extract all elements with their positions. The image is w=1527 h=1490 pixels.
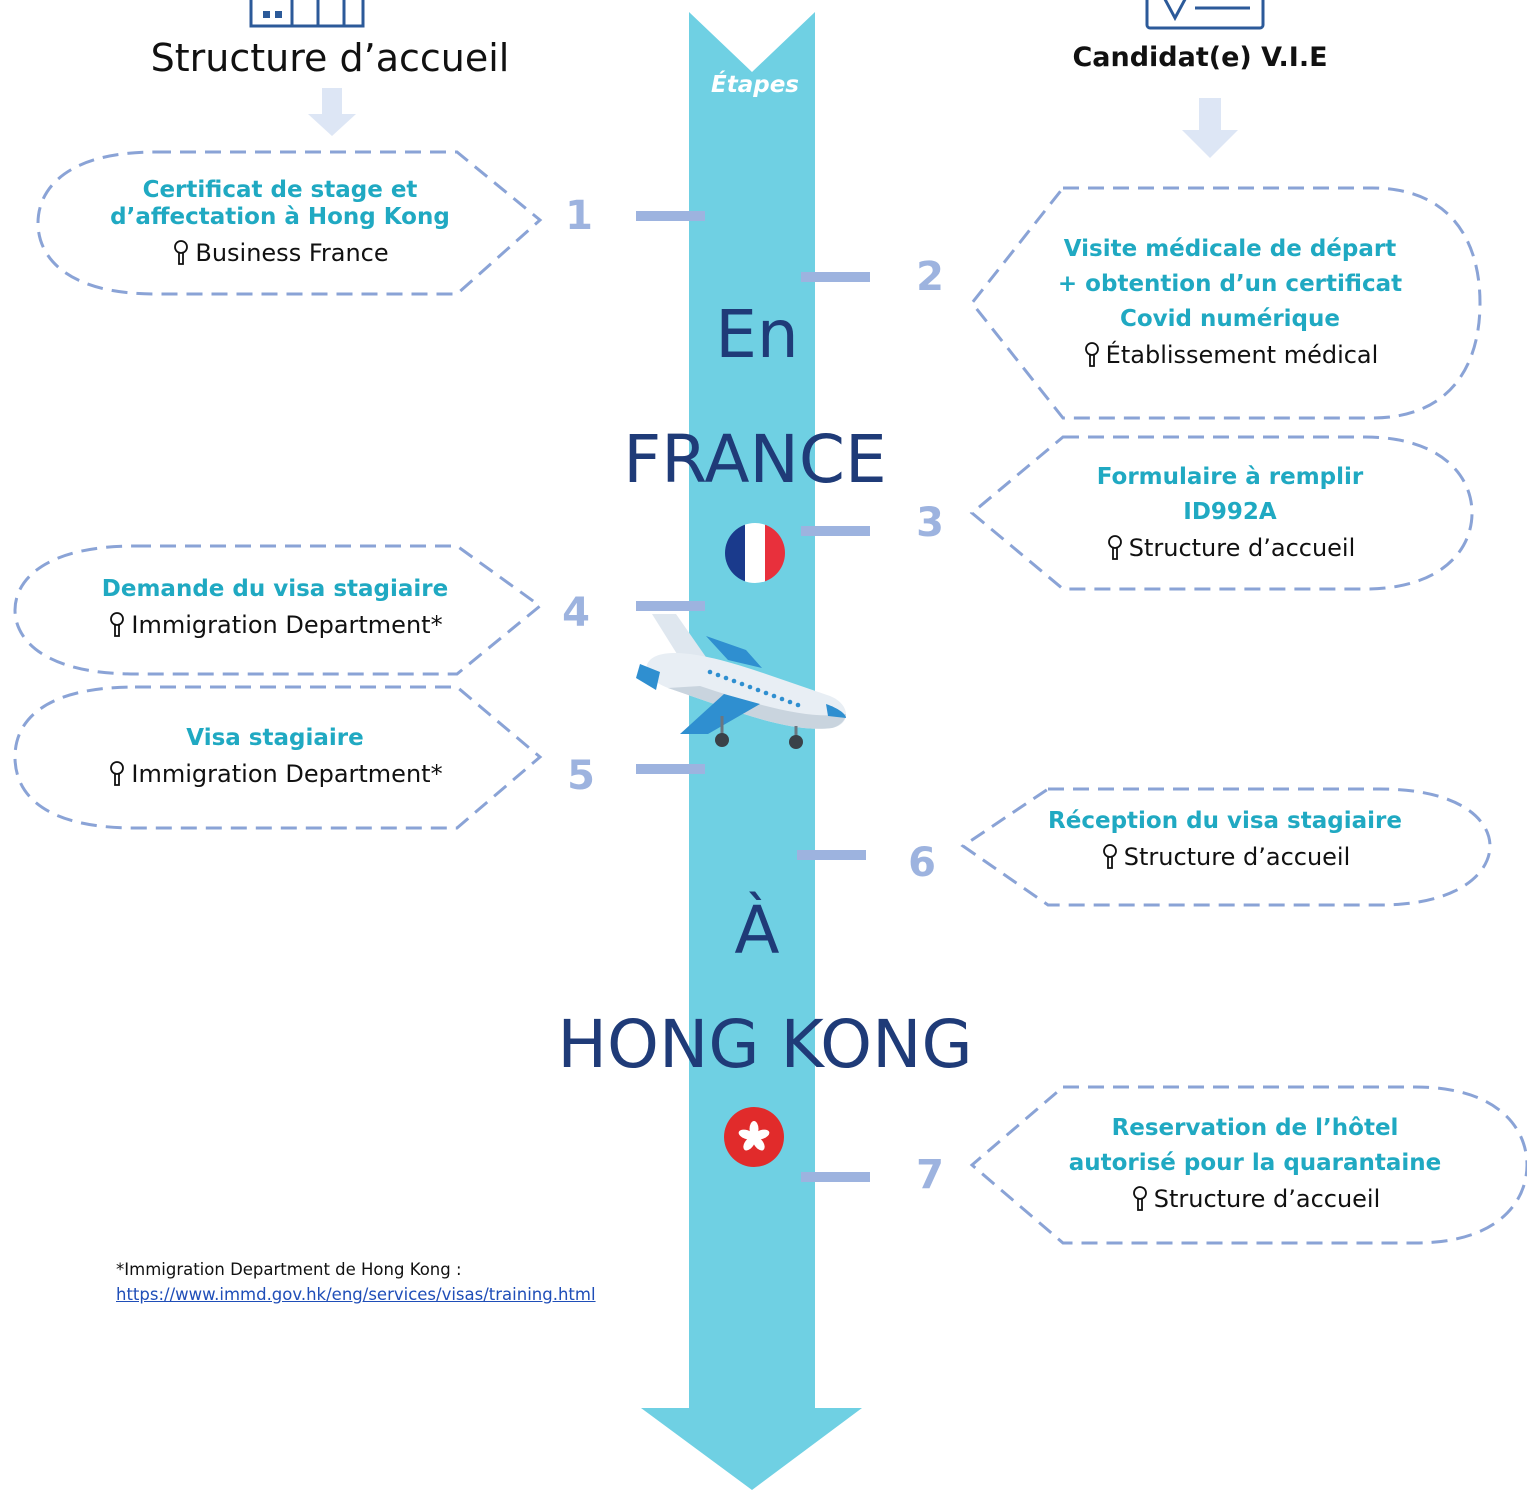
- step-box-2: Visite médicale de départ + obtention d’…: [1030, 232, 1430, 373]
- step-box-3: Formulaire à remplir ID992A Structure d’…: [1030, 460, 1430, 566]
- region-hk-line2: HONG KONG: [557, 1006, 973, 1083]
- step-box-6: Réception du visa stagiaire Structure d’…: [1020, 804, 1430, 875]
- building-icon: [249, 0, 365, 28]
- step-2-title-line-3: Covid numérique: [1119, 306, 1340, 332]
- region-hk-line1: À: [734, 892, 780, 969]
- right-column-title: Candidat(e) V.I.E: [1072, 42, 1328, 73]
- step-3-title-line-1: Formulaire à remplir: [1096, 464, 1364, 490]
- step-2-title-line-2: + obtention d’un certificat: [1057, 271, 1403, 297]
- key-icon: [1102, 844, 1117, 869]
- step-number-7: 7: [916, 1152, 944, 1198]
- key-icon: [110, 761, 125, 786]
- step-box-4: Demande du visa stagiaire Immigration De…: [60, 572, 490, 643]
- step-6-title-line-1: Réception du visa stagiaire: [1048, 808, 1402, 834]
- key-icon: [1107, 535, 1122, 560]
- step-6-responsible: Structure d’accueil: [1020, 839, 1430, 875]
- flag-france-icon: [725, 523, 785, 583]
- suitcase-icon: [1145, 0, 1265, 30]
- step-5-title-line-1: Visa stagiaire: [186, 725, 364, 751]
- footnote-link[interactable]: https://www.immd.gov.hk/eng/services/vis…: [116, 1285, 596, 1304]
- step-number-1: 1: [565, 193, 593, 239]
- key-icon: [110, 612, 125, 637]
- step-3-responsible: Structure d’accueil: [1030, 530, 1430, 566]
- connectors: [636, 211, 870, 1182]
- step-box-1: Certificat de stage et d’affectation à H…: [80, 173, 480, 271]
- step-4-title-line-1: Demande du visa stagiaire: [101, 576, 449, 602]
- key-icon: [1132, 1186, 1147, 1211]
- airplane-icon: [636, 614, 847, 749]
- step-5-responsible-text: Immigration Department*: [131, 760, 443, 788]
- step-number-6: 6: [908, 840, 936, 886]
- footnote: *Immigration Department de Hong Kong : h…: [116, 1257, 596, 1307]
- step-3-responsible-text: Structure d’accueil: [1128, 534, 1356, 562]
- step-1-responsible: Business France: [80, 235, 480, 271]
- step-2-responsible-text: Établissement médical: [1105, 341, 1379, 369]
- left-down-arrow: [308, 88, 356, 136]
- step-5-responsible: Immigration Department*: [60, 756, 490, 792]
- step-1-title-line-1: Certificat de stage et: [142, 177, 418, 203]
- right-down-arrow: [1182, 98, 1238, 158]
- step-2-responsible: Établissement médical: [1030, 337, 1430, 373]
- left-column-title: Structure d’accueil: [150, 36, 510, 80]
- step-number-3: 3: [916, 500, 944, 546]
- step-4-responsible: Immigration Department*: [60, 607, 490, 643]
- step-7-responsible: Structure d’accueil: [1045, 1181, 1465, 1217]
- step-7-title-line-2: autorisé pour la quarantaine: [1068, 1150, 1442, 1176]
- step-2-title-line-1: Visite médicale de départ: [1063, 236, 1397, 262]
- timeline-label: Étapes: [711, 72, 799, 98]
- flag-hongkong-icon: [724, 1107, 784, 1167]
- region-france-line1: En: [715, 296, 799, 373]
- step-6-responsible-text: Structure d’accueil: [1123, 843, 1351, 871]
- step-4-responsible-text: Immigration Department*: [131, 611, 443, 639]
- step-box-5: Visa stagiaire Immigration Department*: [60, 721, 490, 792]
- key-icon: [174, 240, 189, 265]
- footnote-text: *Immigration Department de Hong Kong :: [116, 1260, 462, 1279]
- step-3-title-line-2: ID992A: [1183, 499, 1277, 525]
- step-7-title-line-1: Reservation de l’hôtel: [1111, 1115, 1399, 1141]
- step-1-title-line-2: d’affectation à Hong Kong: [110, 204, 450, 230]
- step-7-responsible-text: Structure d’accueil: [1153, 1185, 1381, 1213]
- step-number-2: 2: [916, 254, 944, 300]
- step-1-responsible-text: Business France: [195, 239, 389, 267]
- step-number-4: 4: [562, 590, 590, 636]
- region-france-line2: FRANCE: [623, 421, 887, 498]
- timeline-arrow: [641, 12, 862, 1490]
- step-number-5: 5: [567, 753, 595, 799]
- key-icon: [1084, 342, 1099, 367]
- step-box-7: Reservation de l’hôtel autorisé pour la …: [1045, 1111, 1465, 1217]
